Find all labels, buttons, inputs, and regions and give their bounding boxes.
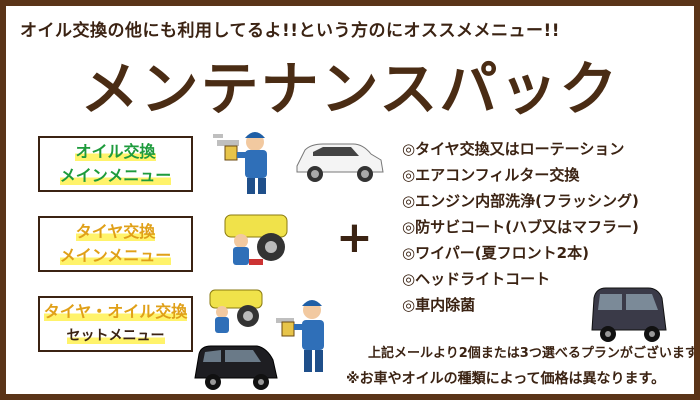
page-title: メンテナンスパック [80, 55, 620, 123]
list-item: ◎エアコンフィルター交換 [402, 166, 580, 184]
dark-minivan-icon [591, 287, 667, 342]
set-menu-box: タイヤ・オイル交換 セットメニュー [38, 296, 193, 352]
tire-change-menu-box: タイヤ交換 メインメニュー [38, 216, 193, 272]
list-item: ◎車内除菌 [402, 296, 476, 314]
tire-menu-line1: タイヤ交換 [75, 222, 156, 241]
tire-menu-line2: メインメニュー [59, 246, 172, 265]
mechanic-oil-icon-2 [276, 300, 324, 372]
set-menu-line1: タイヤ・オイル交換 [43, 302, 188, 321]
plus-sign: + [336, 212, 373, 263]
list-item: ◎ワイパー(夏フロント2本) [402, 244, 589, 262]
maintenance-item-list: ◎タイヤ交換又はローテーション ◎エアコンフィルター交換 ◎エンジン内部洗浄(フ… [402, 136, 692, 318]
oil-menu-line1: オイル交換 [75, 142, 156, 161]
list-item: ◎防サビコート(ハブ又はマフラー) [402, 218, 639, 236]
promo-card: オイル交換の他にも利用してるよ!!という方のにオススメメニュー!! メンテナンス… [6, 6, 694, 394]
list-item: ◎エンジン内部洗浄(フラッシング) [402, 192, 639, 210]
list-item: ◎タイヤ交換又はローテーション [402, 140, 625, 158]
mechanic-oil-icon [213, 132, 267, 194]
plan-note: 上記メールより2個または3つ選べるプランがございます。 [368, 346, 694, 361]
oil-change-menu-box: オイル交換 メインメニュー [38, 136, 193, 192]
tire-change-icon-2 [209, 289, 263, 333]
tire-change-icon [224, 214, 288, 265]
price-note: ※お車やオイルの種類によって価格は異なります。 [346, 371, 666, 387]
oil-menu-line2: メインメニュー [59, 166, 172, 185]
white-suv-icon [296, 143, 384, 182]
black-minivan-icon [194, 345, 278, 390]
set-menu-line2: セットメニュー [66, 328, 165, 344]
list-item: ◎ヘッドライトコート [402, 270, 551, 288]
top-caption: オイル交換の他にも利用してるよ!!という方のにオススメメニュー!! [20, 21, 561, 41]
